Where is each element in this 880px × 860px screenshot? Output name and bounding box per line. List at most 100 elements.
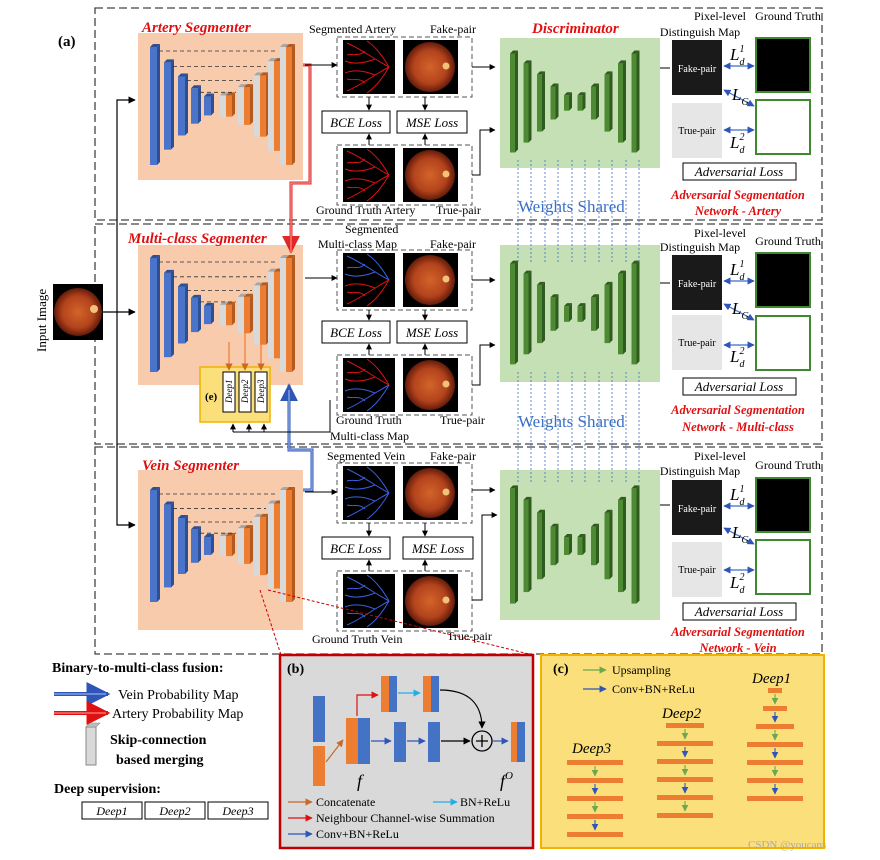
row-frame-artery — [94, 7, 823, 221]
row3-true-pair-label: True-pair — [447, 629, 492, 643]
decoder-block-3 — [260, 516, 266, 576]
adversarial-loss-box — [682, 377, 797, 396]
b-mid-block-1 — [394, 722, 406, 762]
gt-fake-map — [755, 477, 811, 533]
discriminator-layer-2 — [523, 273, 529, 355]
legend-skip-line2: based merging — [116, 753, 204, 768]
ground-truth-label: Ground Truth — [755, 9, 821, 23]
row2-true-to-disc-arrow — [472, 342, 496, 386]
row1-mse-loss: MSE Loss — [405, 115, 458, 130]
true-pair-map-label: True-pair — [678, 126, 716, 137]
b-legend-bn: BN+ReLu — [460, 795, 510, 809]
deep2-label: Deep2 — [240, 379, 250, 404]
distinguish-block-artery: Pixel-level Distinguish Map Ground Truth… — [660, 9, 821, 218]
encoder-block-2 — [164, 62, 171, 150]
network-artery-line1: Adversarial Segmentation — [670, 188, 805, 202]
pixel-level-label: Pixel-level — [694, 449, 747, 463]
encoder-block-3-side — [185, 515, 188, 574]
discriminator-layer-2-side — [528, 60, 532, 143]
decoder-block-3 — [260, 75, 266, 137]
lg-label: LG — [731, 299, 749, 322]
deep2-layer-2 — [657, 741, 713, 746]
deep1-layer-5 — [747, 760, 803, 765]
encoder-block-5-top — [204, 534, 214, 538]
vessel-6 — [344, 178, 376, 184]
c-legend-upsampling: Upsampling — [612, 663, 671, 677]
row3-fake-pair-label: Fake-pair — [430, 449, 476, 463]
deep1-layer-3 — [756, 724, 794, 729]
vessel-8 — [346, 186, 366, 192]
vessel-1 — [346, 576, 390, 602]
encoder-block-4-side — [198, 85, 201, 124]
vessel-4 — [366, 384, 390, 412]
optic-disc — [90, 305, 98, 313]
discriminator-layer-9-side — [623, 496, 626, 593]
multiclass-segmenter-title: Multi-class Segmenter — [127, 231, 267, 247]
skip-block-3 — [254, 75, 260, 137]
legend-skip-line1: Skip-connection — [110, 733, 207, 748]
vessel-5 — [344, 271, 376, 277]
adversarial-loss-label: Adversarial Loss — [694, 379, 783, 394]
discriminator-layer-7-side — [596, 523, 599, 566]
decoder-block-5 — [286, 258, 292, 372]
decoder-block-2 — [244, 87, 250, 125]
encoder-block-3 — [178, 76, 185, 136]
encoder-block-4-top — [191, 526, 201, 530]
decoder-block-1-side — [232, 92, 235, 117]
lg-label: LG — [731, 85, 749, 108]
b-input-orange — [313, 746, 325, 786]
b-f-orange — [346, 718, 358, 764]
skip-block-5 — [280, 258, 286, 372]
discriminator-layer-6-top — [577, 303, 586, 307]
vessel-4 — [366, 66, 390, 94]
vessel-8 — [346, 78, 366, 84]
deep3-layer-5 — [567, 832, 623, 837]
deep1-label: Deep1 — [224, 380, 234, 405]
discriminator-layer-1 — [510, 488, 515, 604]
true-pair-map-label: True-pair — [678, 338, 716, 349]
discriminator-multiclass — [510, 260, 640, 365]
vessel-3 — [366, 148, 390, 176]
discriminator-layer-9 — [618, 63, 623, 143]
b-sum-plus — [476, 735, 488, 747]
legend-skip-block — [85, 726, 97, 766]
decoder-block-5 — [286, 490, 292, 602]
c-deep3-title: Deep3 — [571, 741, 611, 757]
distinguish-block-multiclass: Pixel-level Distinguish Map Ground Truth… — [660, 226, 821, 434]
vessel-3 — [366, 253, 390, 281]
b-sum-node — [471, 730, 493, 752]
deep2-block — [238, 371, 252, 413]
decoder-block-1 — [226, 95, 232, 117]
b-input-blue — [313, 696, 325, 742]
discriminator-artery — [510, 50, 640, 153]
c-deep1-title: Deep1 — [751, 671, 791, 687]
b-legend-concatenate: Concatenate — [316, 795, 375, 809]
skip-block-5 — [280, 47, 286, 165]
b-top-blue — [389, 676, 397, 712]
discriminator-layer-4-side — [555, 523, 559, 566]
row3-segmented-label: Segmented Vein — [327, 449, 405, 463]
decoder-block-5-side — [292, 255, 295, 372]
discriminator-layer-5 — [564, 95, 569, 111]
row1-gt-vessels — [344, 148, 390, 202]
vessel-2 — [346, 492, 390, 518]
b-mid-block-2 — [428, 722, 440, 762]
input-arrow-artery — [116, 96, 136, 312]
row3-mse-loss-box — [402, 536, 474, 560]
vessel-4 — [366, 279, 390, 307]
encoder-block-2-side — [171, 59, 174, 150]
decoder-block-1 — [226, 304, 232, 326]
discriminator-layer-7-side — [596, 83, 599, 120]
fake-pair-map — [672, 40, 722, 95]
row3-true-frame — [336, 570, 473, 632]
discriminator-layer-4-top — [550, 523, 559, 527]
legend-deep1-box — [81, 801, 143, 820]
deep2-layer-3 — [657, 759, 713, 764]
discriminator-layer-7 — [591, 526, 596, 566]
deep-supervision-stacks — [567, 688, 803, 837]
decoder-block-1-side — [232, 301, 235, 326]
deep2-layer-6 — [657, 813, 713, 818]
vessel-7 — [346, 50, 366, 56]
